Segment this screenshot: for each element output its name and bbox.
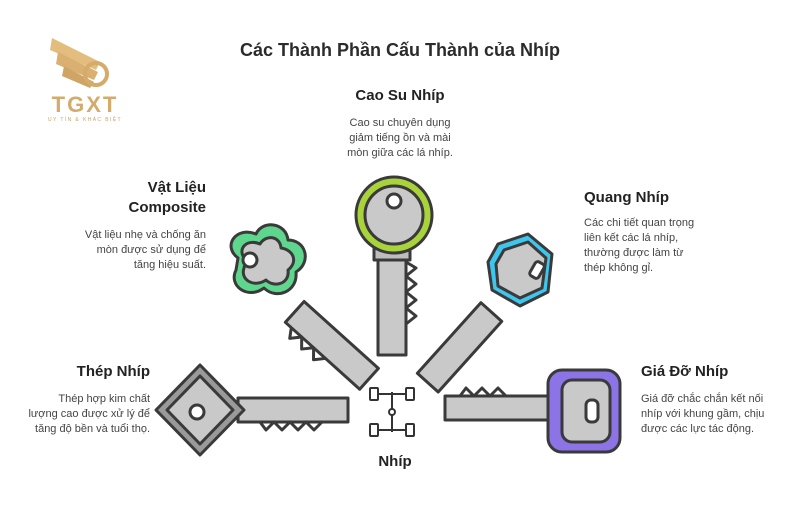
component-thep: Thép Nhíp (30, 362, 150, 382)
component-description: Cao su chuyên dụng giảm tiếng ồn và mài … (347, 117, 453, 159)
component-label: Vật Liệu Composite (128, 179, 206, 216)
key-gia-do (443, 368, 622, 454)
key-cao-su (354, 175, 434, 357)
component-description: Giá đỡ chắc chắn kết nối nhíp với khung … (641, 393, 765, 435)
component-description-thep: Thép hợp kim chất lượng cao được xử lý đ… (28, 393, 150, 435)
center-label: Nhíp (378, 453, 412, 470)
component-label: Quang Nhíp (584, 189, 669, 206)
component-label: Thép Nhíp (76, 363, 150, 380)
component-description: Các chi tiết quan trọng liên kết các lá … (584, 217, 695, 274)
component-vat-lieu: Vật Liệu Composite Vật liệu nhẹ và chống… (60, 178, 206, 273)
component-label: Cao Su Nhíp (355, 87, 445, 104)
diagram-title: Các Thành Phần Cấu Thành của Nhíp (239, 40, 561, 60)
component-quang: Quang Nhíp Các chi tiết quan trọng liên … (584, 188, 744, 276)
brand-name: TGXT (51, 92, 119, 117)
component-label: Giá Đỡ Nhíp (641, 363, 729, 380)
component-gia-do: Giá Đỡ Nhíp Giá đỡ chắc chắn kết nối nhí… (641, 362, 791, 437)
key-quang (415, 232, 554, 394)
component-description: Vật liệu nhẹ và chống ăn mòn được sử dụn… (84, 229, 206, 271)
brand-tagline: UY TÍN & KHÁC BIỆT (48, 117, 122, 123)
chassis-axle-icon (369, 387, 415, 437)
key-thep (154, 363, 350, 457)
component-cao-su: Cao Su Nhíp Cao su chuyên dụng giảm tiến… (320, 86, 480, 161)
tgxt-logo-icon (50, 38, 109, 88)
key-vat-lieu (229, 223, 380, 391)
